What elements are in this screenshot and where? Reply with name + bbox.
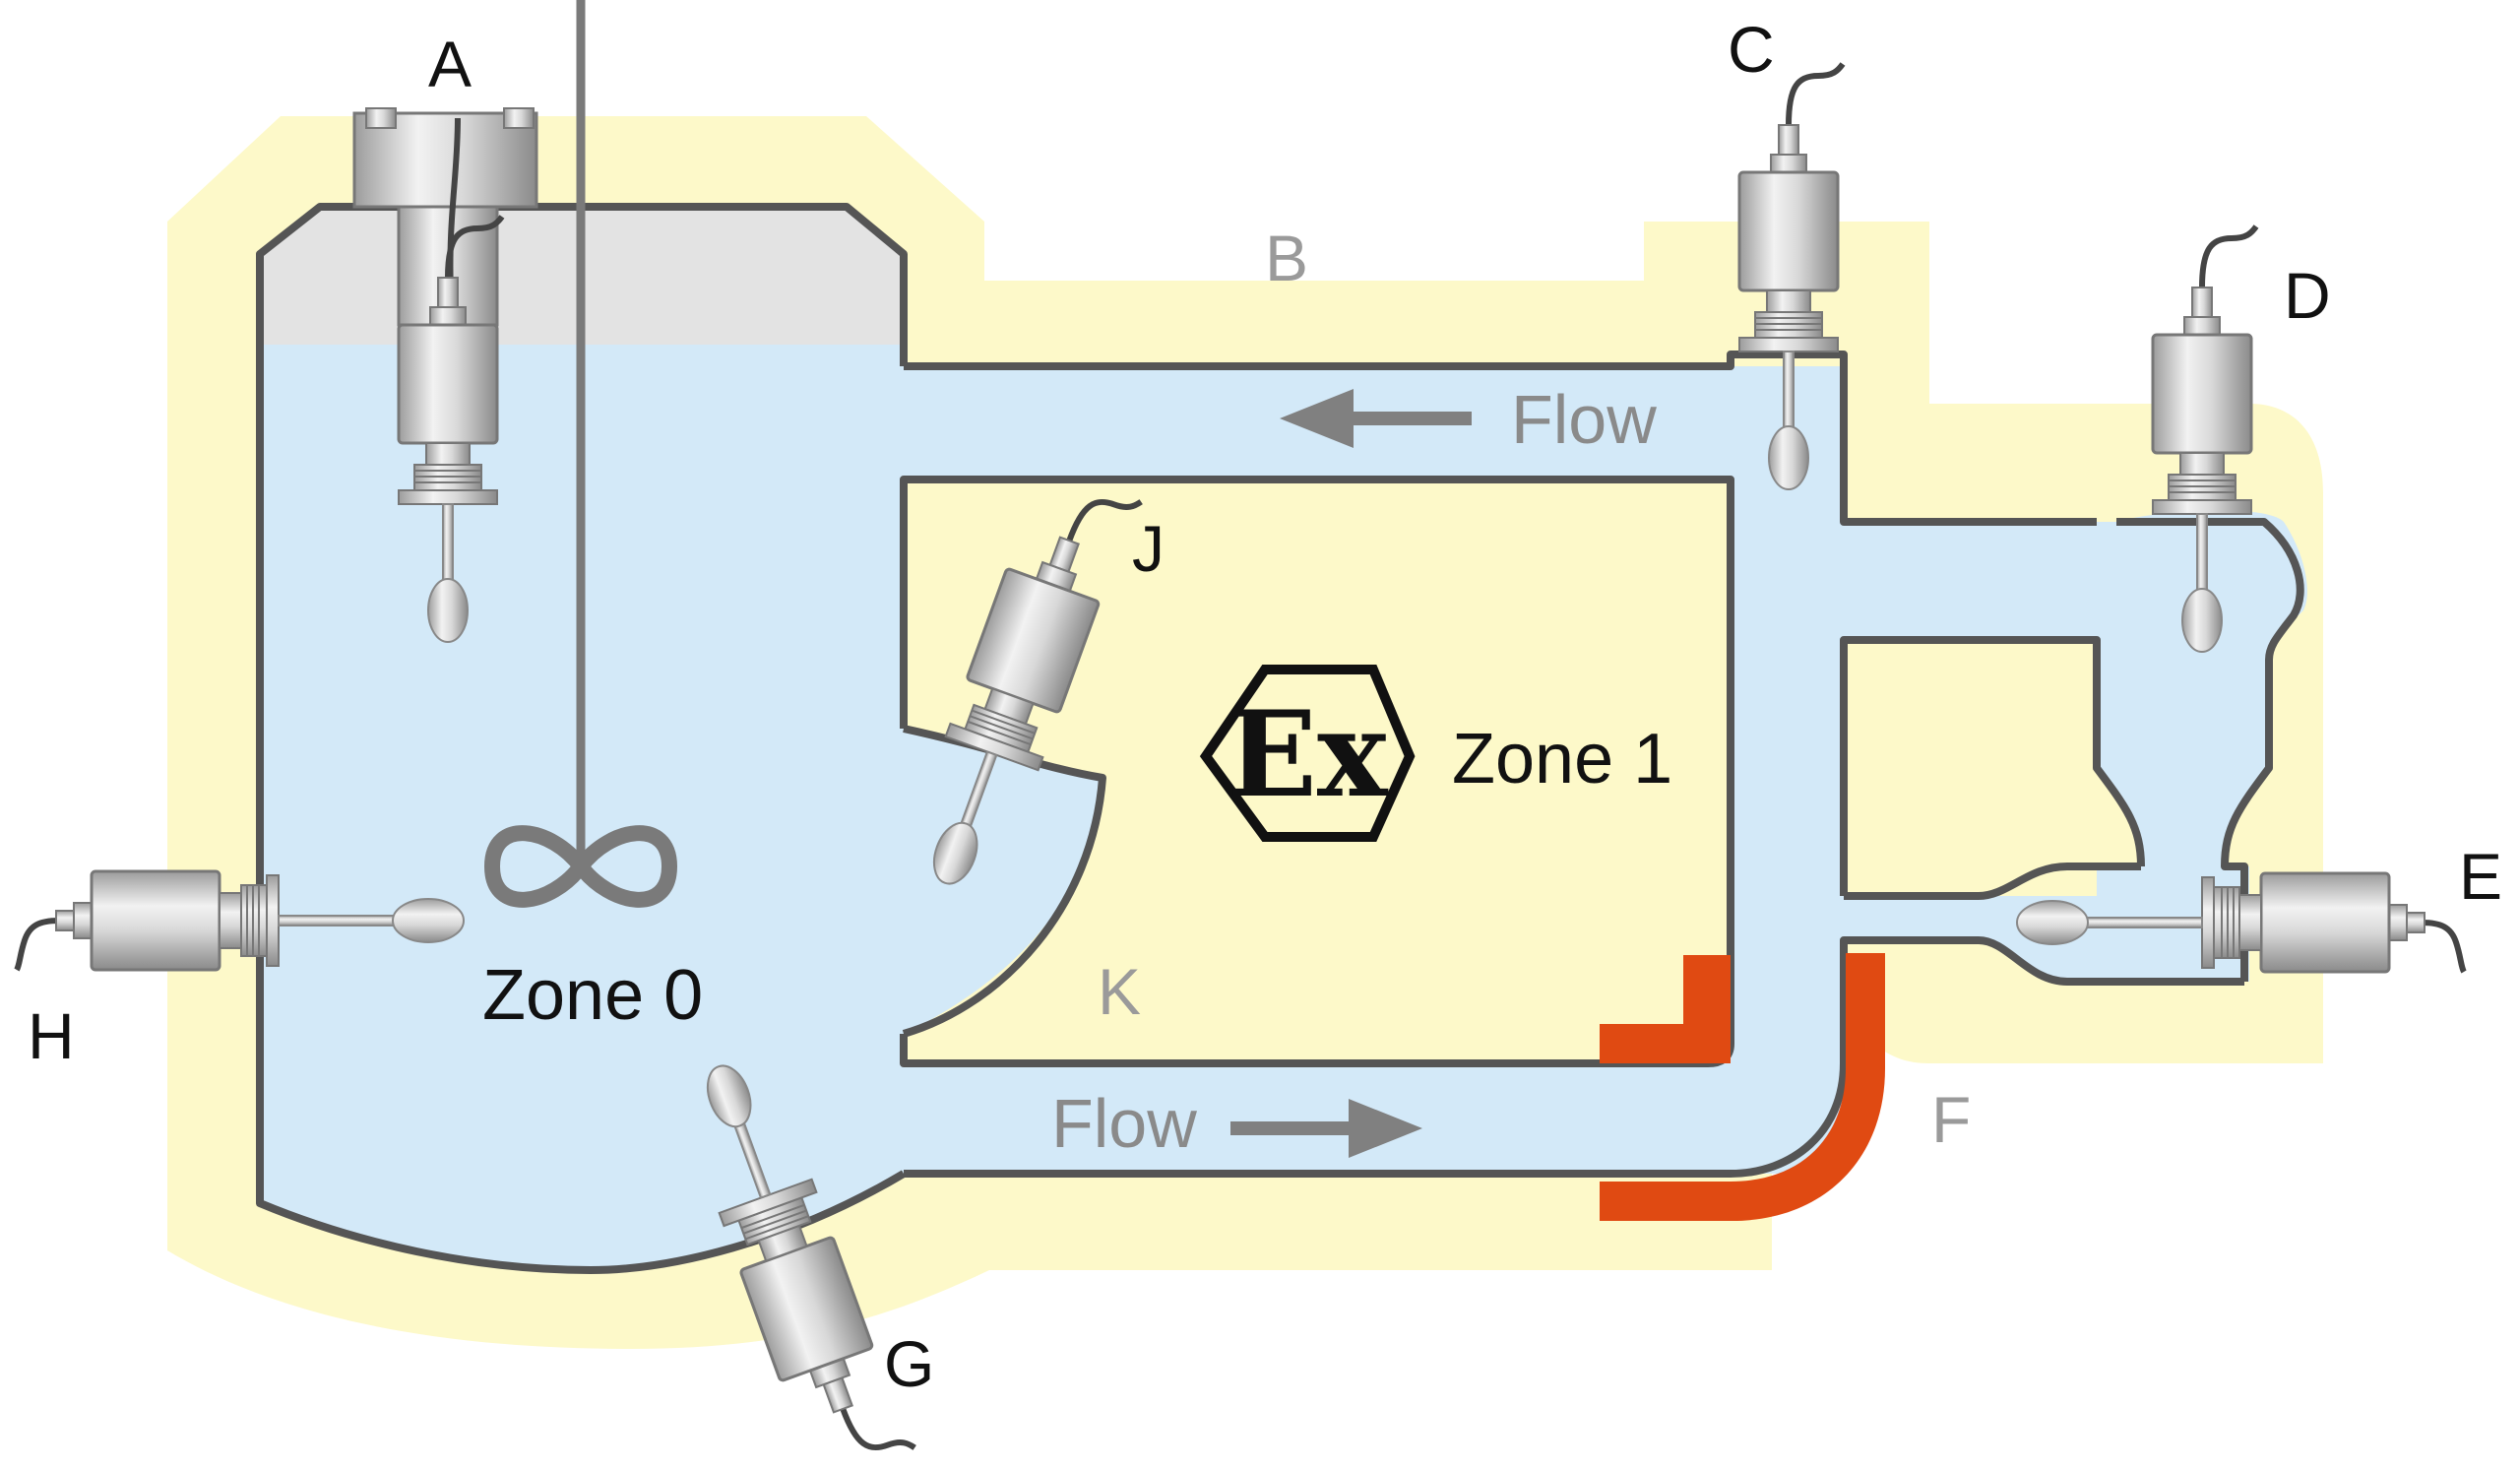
- sensor-a-mount: [352, 107, 538, 327]
- hot-surface-corner-k: [1600, 955, 1731, 1063]
- zone1-label: Zone 1: [1452, 720, 1672, 799]
- zone1-block-k: [904, 479, 1731, 1063]
- flow-arrow-top: [1280, 389, 1472, 448]
- label-d: D: [2284, 259, 2331, 332]
- label-c: C: [1728, 13, 1775, 86]
- hot-surface-f: [1600, 953, 1885, 1221]
- flow-label-top: Flow: [1511, 381, 1657, 458]
- label-f: F: [1931, 1083, 1971, 1156]
- zone0-label: Zone 0: [482, 956, 703, 1035]
- agitator: [483, 0, 678, 908]
- label-e: E: [2459, 840, 2502, 913]
- label-k: K: [1098, 955, 1141, 1028]
- label-a: A: [428, 28, 472, 100]
- flow-label-bottom: Flow: [1051, 1085, 1197, 1162]
- ex-symbol: Ex: [1199, 665, 1416, 842]
- label-h: H: [28, 999, 75, 1072]
- label-g: G: [884, 1327, 934, 1400]
- ex-symbol-text: Ex: [1227, 685, 1388, 824]
- flow-arrow-bottom: [1230, 1099, 1422, 1158]
- label-j: J: [1132, 512, 1165, 585]
- label-b: B: [1265, 222, 1308, 294]
- zone1-pocket: [1844, 640, 2097, 896]
